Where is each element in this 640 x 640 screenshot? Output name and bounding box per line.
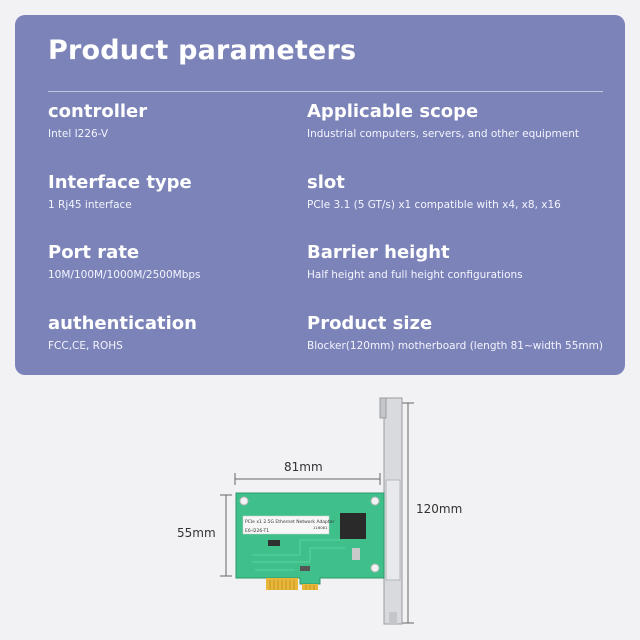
parameters-panel: Product parameters controller Intel I226… xyxy=(15,15,625,375)
product-illustration: PCIe x1 2.5G Ethernet Network Adapter 11… xyxy=(0,380,640,640)
controller-chip xyxy=(340,513,366,539)
param-label: authentication xyxy=(48,313,197,334)
param-label: Port rate xyxy=(48,242,140,263)
title-divider xyxy=(48,91,603,92)
param-label: slot xyxy=(307,172,345,193)
param-port-rate: Port rate 10M/100M/1000M/2500Mbps xyxy=(48,242,338,282)
height-dimension-label: 55mm xyxy=(177,526,216,540)
param-value: Intel I226-V xyxy=(48,128,109,140)
param-label: Product size xyxy=(307,313,433,334)
param-label: Barrier height xyxy=(307,242,450,263)
product-sticker xyxy=(242,515,330,535)
param-product-size: Product size Blocker(120mm) motherboard … xyxy=(307,313,603,353)
param-controller: controller Intel I226-V xyxy=(48,101,338,141)
param-value: Blocker(120mm) motherboard (length 81~wi… xyxy=(307,340,603,352)
param-barrier-height: Barrier height Half height and full heig… xyxy=(307,242,597,282)
param-label: controller xyxy=(48,101,148,122)
pcb-board: PCIe x1 2.5G Ethernet Network Adapter 11… xyxy=(235,492,385,585)
gold-fingers xyxy=(266,578,318,590)
param-value: PCIe 3.1 (5 GT/s) x1 compatible with x4,… xyxy=(307,199,561,211)
param-slot: slot PCIe 3.1 (5 GT/s) x1 compatible wit… xyxy=(307,172,597,212)
metal-bracket xyxy=(379,397,403,625)
network-card-image: PCIe x1 2.5G Ethernet Network Adapter 11… xyxy=(220,397,414,625)
model-text: E6-I226-T1 xyxy=(245,528,269,534)
param-authentication: authentication FCC,CE, ROHS xyxy=(48,313,338,353)
sticker-code: 116081 xyxy=(313,525,328,530)
panel-title: Product parameters xyxy=(48,35,357,66)
param-value: Half height and full height configuratio… xyxy=(307,269,523,281)
bracket-dimension-label: 120mm xyxy=(416,502,463,516)
sticker-text: PCIe x1 2.5G Ethernet Network Adapter xyxy=(245,519,334,525)
param-label: Interface type xyxy=(48,172,192,193)
param-value: FCC,CE, ROHS xyxy=(48,340,123,352)
param-value: 10M/100M/1000M/2500Mbps xyxy=(48,269,201,281)
width-dimension-label: 81mm xyxy=(284,460,323,474)
param-interface-type: Interface type 1 Rj45 interface xyxy=(48,172,338,212)
param-value: Industrial computers, servers, and other… xyxy=(307,128,579,140)
param-value: 1 Rj45 interface xyxy=(48,199,132,211)
param-applicable-scope: Applicable scope Industrial computers, s… xyxy=(307,101,597,141)
param-label: Applicable scope xyxy=(307,101,479,122)
